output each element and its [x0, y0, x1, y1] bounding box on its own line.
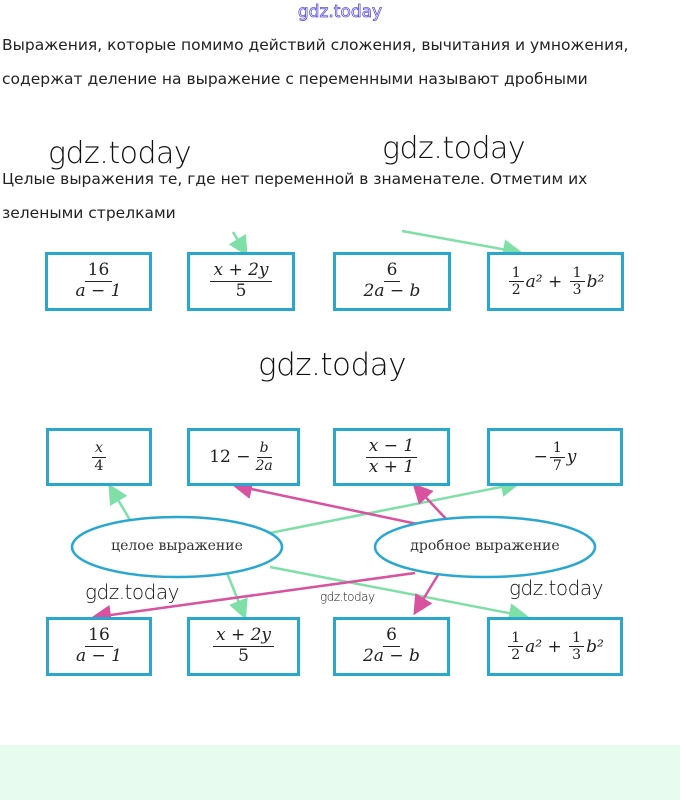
- green-arrow: [108, 483, 132, 521]
- watermark: gdz.today: [48, 136, 192, 171]
- watermark: gdz.today: [85, 580, 179, 604]
- paragraph1-line1: Выражения, которые помимо действий сложе…: [2, 36, 629, 54]
- ellipse-fractional: [373, 515, 597, 579]
- watermark-top: gdz.today: [297, 2, 383, 23]
- watermark: gdz.today: [320, 590, 375, 604]
- pink-arrow: [412, 483, 449, 522]
- green-arrow: [269, 565, 529, 623]
- paragraph2-line2: зелеными стрелками: [2, 204, 176, 222]
- whole-expression-label: целое выражение: [111, 538, 243, 554]
- footer-band: [0, 745, 680, 800]
- green-arrow: [228, 231, 248, 257]
- green-arrow: [223, 567, 248, 620]
- paragraph2-line1: Целые выражения те, где нет переменной в…: [2, 170, 588, 188]
- paragraph1-line2: содержат деление на выражение с переменн…: [2, 70, 588, 88]
- pink-arrow: [91, 571, 416, 625]
- watermark: gdz.today: [382, 131, 526, 166]
- ellipse-whole: [70, 515, 284, 579]
- pink-arrow: [232, 479, 423, 527]
- watermark: gdz.today: [258, 347, 407, 383]
- green-arrow: [401, 229, 523, 260]
- pink-arrow: [413, 574, 440, 616]
- fractional-expression-label: дробное выражение: [410, 538, 560, 554]
- green-arrow: [269, 477, 521, 535]
- watermark: gdz.today: [509, 576, 603, 600]
